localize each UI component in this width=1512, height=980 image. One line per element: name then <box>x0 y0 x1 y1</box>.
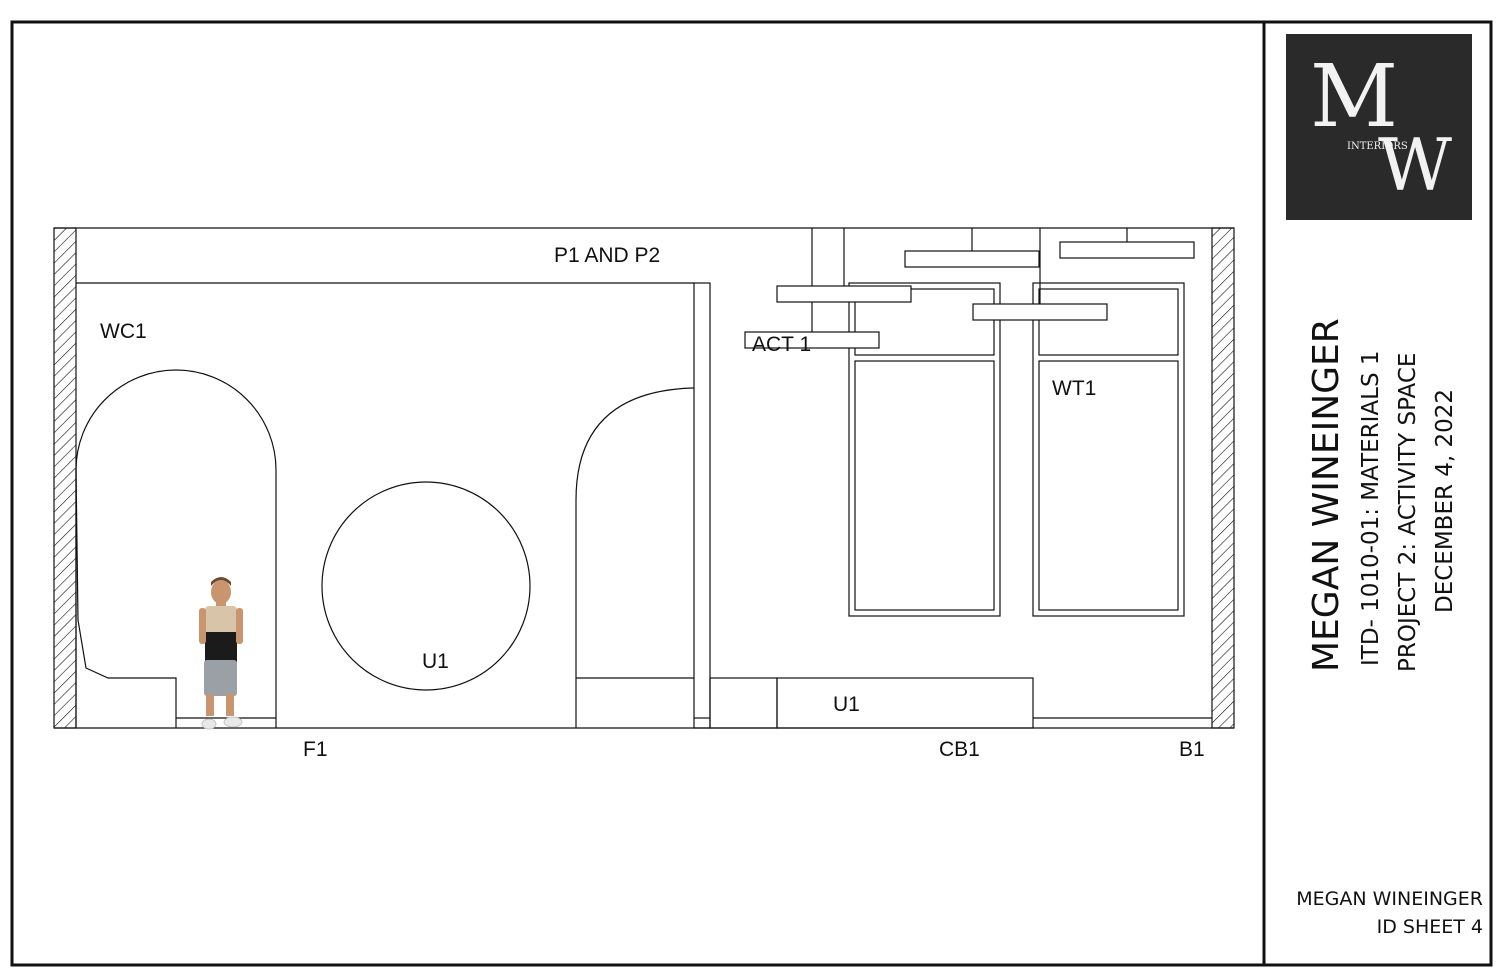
footer-sheet: ID SHEET 4 <box>1377 916 1483 938</box>
pendant-1 <box>744 331 880 349</box>
logo-word-interiors: INTERIORS <box>1347 141 1408 152</box>
label-f1: F1 <box>303 738 328 761</box>
pendant-2 <box>776 285 912 303</box>
label-wt1: WT1 <box>1052 377 1096 400</box>
window-right-pane <box>1038 360 1179 611</box>
right-wall-hatch <box>1211 227 1235 729</box>
title-designer: MEGAN WINEINGER <box>1306 318 1347 672</box>
title-project: PROJECT 2: ACTIVITY SPACE <box>1395 353 1421 672</box>
label-b1: B1 <box>1179 738 1205 761</box>
left-arch <box>75 369 277 728</box>
logo-background <box>1286 34 1472 220</box>
bench-u1 <box>776 677 1034 729</box>
label-u1-round: U1 <box>422 650 449 673</box>
elevation-drawing <box>53 227 1235 729</box>
logo-letter-w: W <box>1378 123 1452 207</box>
logo-letter-m: M <box>1310 47 1398 147</box>
left-wall-hatch <box>53 227 77 729</box>
child-figure <box>199 577 243 730</box>
window-left-outer <box>848 282 1001 617</box>
title-date: DECEMBER 4, 2022 <box>1432 389 1458 613</box>
window-right-transom <box>1038 288 1179 356</box>
window-left-pane <box>854 360 995 611</box>
partition-wall <box>693 282 711 729</box>
label-cb1: CB1 <box>939 738 980 761</box>
cubby-box <box>709 677 778 729</box>
right-half-arch <box>575 387 694 728</box>
pendant-3 <box>904 250 1040 268</box>
window-right-outer <box>1032 282 1185 617</box>
label-act1: ACT 1 <box>752 333 811 356</box>
title-course: ITD- 1010-01: MATERIALS 1 <box>1358 350 1384 666</box>
logo: M W INTERIORS <box>1286 34 1472 220</box>
pendant-4 <box>972 303 1108 321</box>
label-wc1: WC1 <box>100 320 147 343</box>
label-p1-and-p2: P1 AND P2 <box>554 244 660 267</box>
arch-inner-shape <box>75 469 177 728</box>
footer-designer: MEGAN WINEINGER <box>1296 888 1483 910</box>
pendant-5 <box>1059 241 1195 259</box>
round-opening <box>321 481 531 691</box>
sheet-border <box>10 20 1493 967</box>
window-left-transom <box>854 288 995 356</box>
label-u1-bench: U1 <box>833 693 860 716</box>
